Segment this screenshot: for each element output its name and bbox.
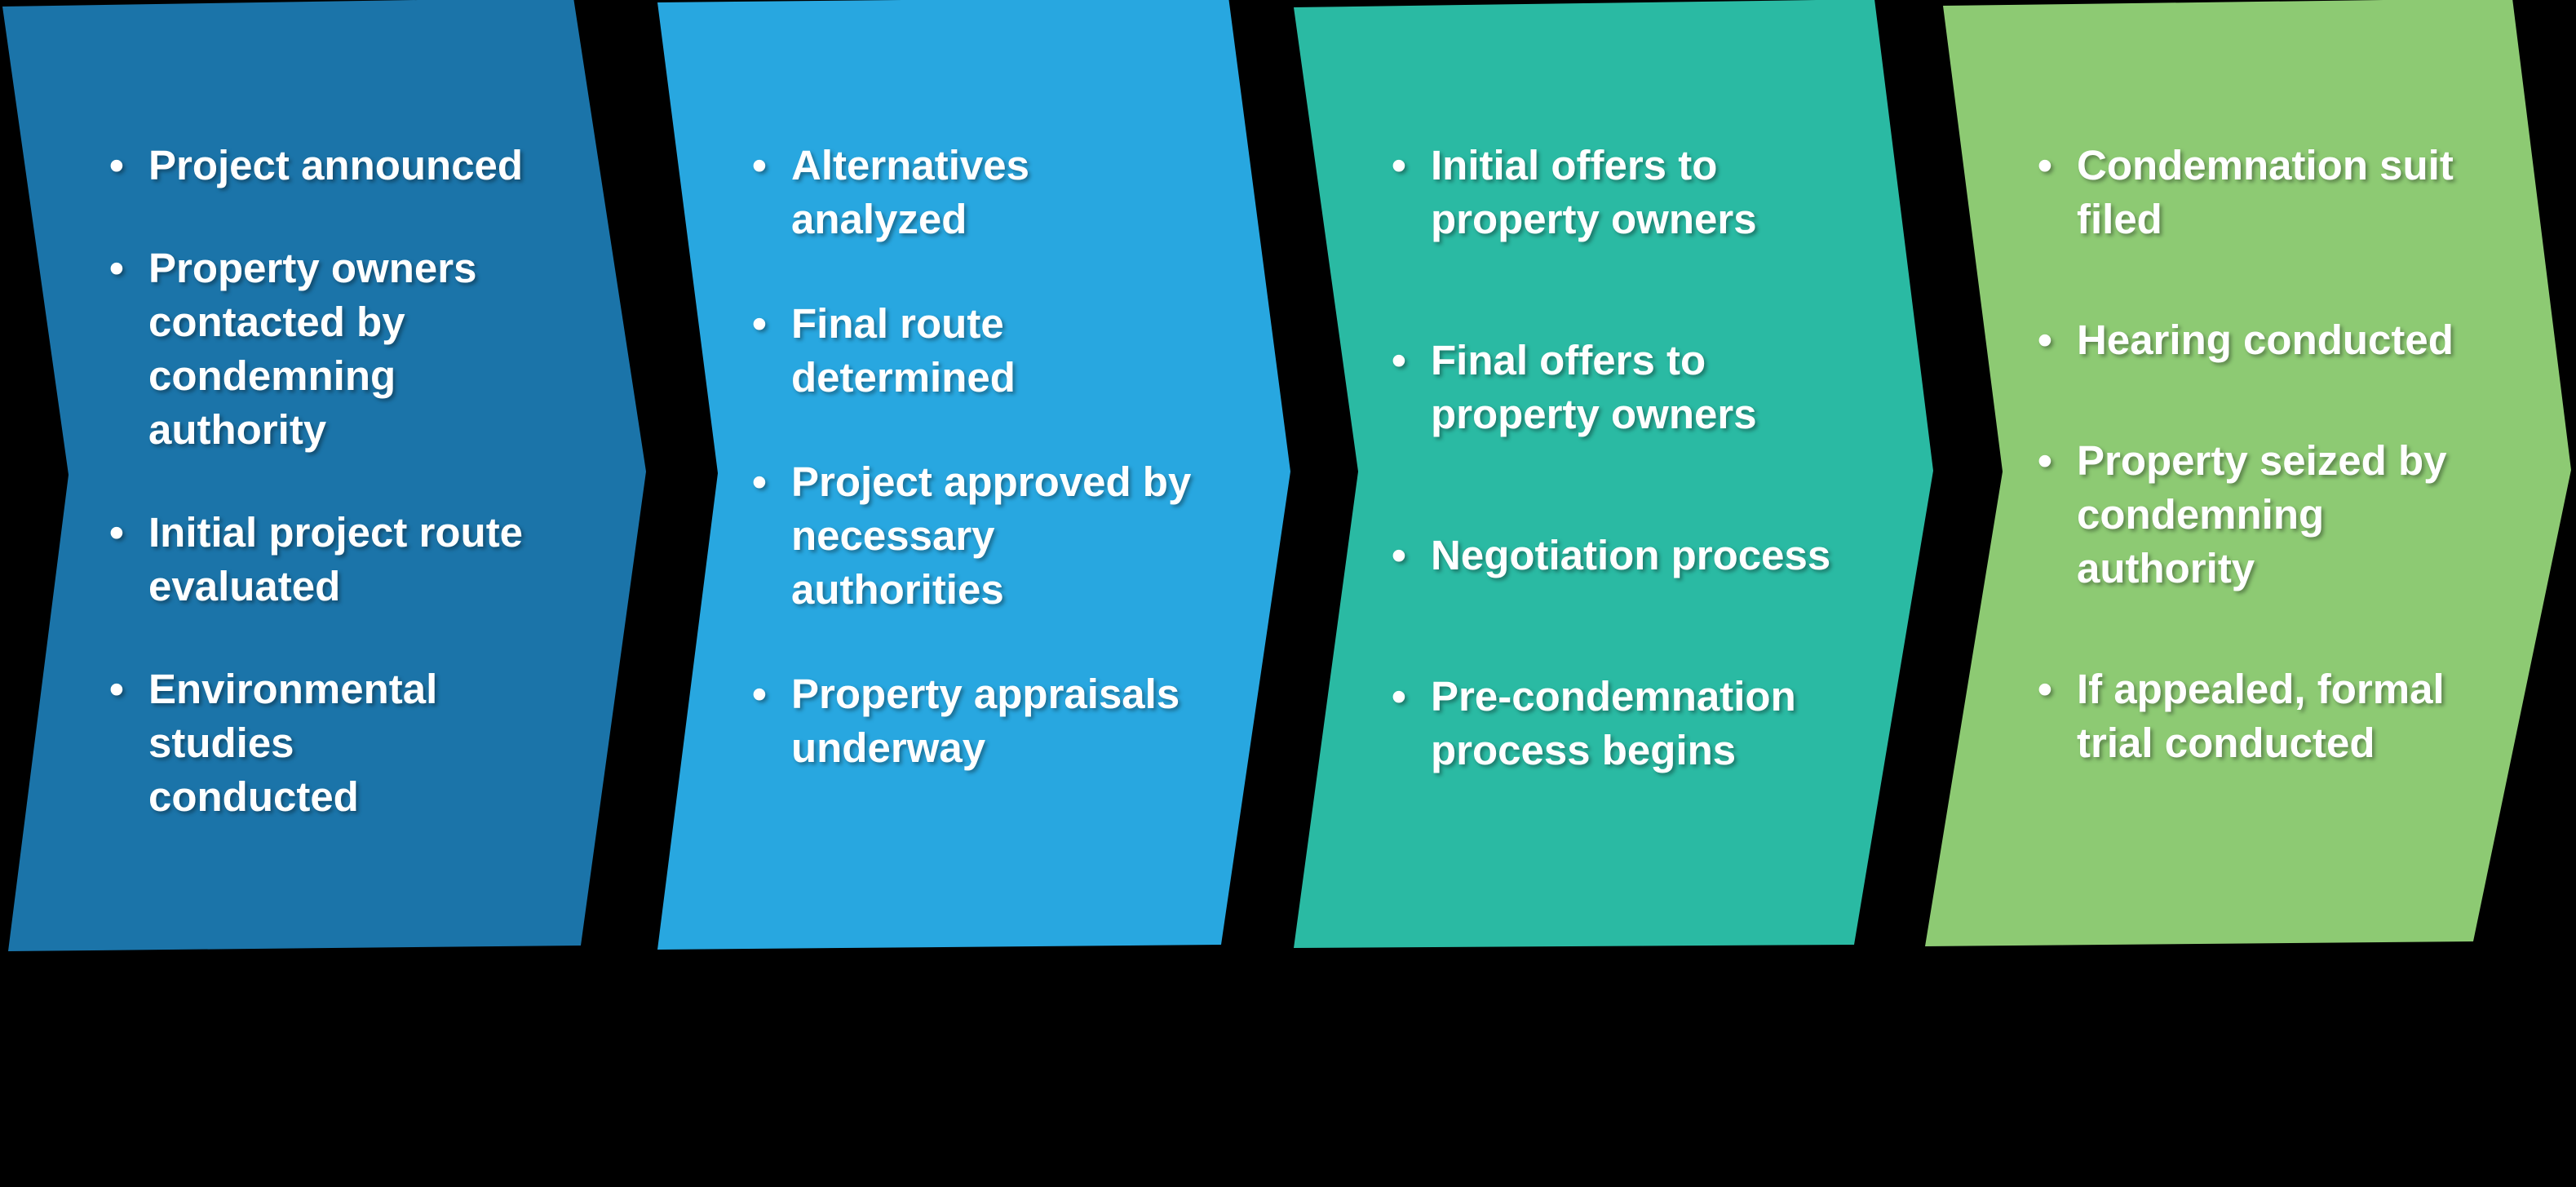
list-item: • Negotiation process	[1392, 529, 2012, 582]
list-item: • Project approved by necessary authorit…	[752, 455, 1323, 617]
bullet-icon: •	[2038, 666, 2052, 712]
stage-4-bullet-list: • Condemnation suit filed • Hearing cond…	[2038, 139, 2576, 770]
list-item: • Initial offers to property owners	[1392, 139, 2012, 246]
bullet-icon: •	[2038, 317, 2052, 363]
bullet-text: Condemnation suit filed	[2077, 142, 2454, 242]
list-item: • Hearing conducted	[2038, 313, 2576, 367]
list-item: • Final route determined	[752, 297, 1323, 405]
bullet-icon: •	[752, 458, 767, 505]
bullet-icon: •	[2038, 142, 2052, 188]
bullet-icon: •	[109, 142, 124, 188]
bullet-text: If appealed, formal trial conducted	[2077, 666, 2445, 766]
stage-3-bullet-list: • Initial offers to property owners • Fi…	[1392, 139, 2012, 777]
bullet-icon: •	[1392, 532, 1406, 578]
stage-2-chevron	[657, 0, 1290, 950]
bullet-text: Alternatives analyzed	[791, 142, 1029, 242]
list-item: • Final offers to property owners	[1392, 334, 2012, 441]
stage-4-chevron	[1925, 0, 2571, 946]
list-item: • Environmental studies conducted	[109, 662, 680, 824]
bullet-icon: •	[1392, 673, 1406, 720]
bullet-icon: •	[1392, 337, 1406, 383]
list-item: • If appealed, formal trial conducted	[2038, 662, 2576, 770]
bullet-icon: •	[109, 666, 124, 712]
list-item: • Condemnation suit filed	[2038, 139, 2576, 246]
bullet-icon: •	[752, 142, 767, 188]
bullet-icon: •	[752, 300, 767, 347]
bullet-text: Negotiation process	[1431, 532, 1831, 578]
list-item: • Property appraisals underway	[752, 667, 1323, 775]
bullet-icon: •	[109, 245, 124, 291]
bullet-text: Initial project route evaluated	[148, 509, 524, 609]
bullet-icon: •	[109, 509, 124, 556]
list-item: • Pre-condemnation process begins	[1392, 670, 2012, 777]
bullet-text: Property owners contacted by condemning …	[148, 245, 477, 453]
list-item: • Property owners contacted by condemnin…	[109, 241, 680, 457]
list-item: • Project announced	[109, 139, 680, 193]
stage-1-bullet-list: • Project announced • Property owners co…	[109, 139, 680, 824]
bullet-text: Pre-condemnation process begins	[1431, 673, 1796, 773]
bullet-icon: •	[2038, 437, 2052, 484]
bullet-text: Final offers to property owners	[1431, 337, 1757, 437]
bullet-text: Final route determined	[791, 300, 1016, 401]
list-item: • Initial project route evaluated	[109, 506, 680, 613]
stage-3-chevron	[1294, 0, 1933, 948]
bullet-icon: •	[1392, 142, 1406, 188]
stage-2-bullet-list: • Alternatives analyzed • Final route de…	[752, 139, 1323, 775]
bullet-text: Property seized by condemning authority	[2077, 437, 2447, 591]
bullet-text: Project approved by necessary authoritie…	[791, 458, 1192, 613]
bullet-text: Initial offers to property owners	[1431, 142, 1757, 242]
bullet-text: Project announced	[148, 142, 524, 188]
bullet-text: Property appraisals underway	[791, 671, 1180, 771]
list-item: • Alternatives analyzed	[752, 139, 1323, 246]
bullet-text: Environmental studies conducted	[148, 666, 438, 820]
list-item: • Property seized by condemning authorit…	[2038, 434, 2576, 596]
bullet-icon: •	[752, 671, 767, 717]
bullet-text: Hearing conducted	[2077, 317, 2454, 363]
stage-1-chevron	[2, 0, 646, 951]
